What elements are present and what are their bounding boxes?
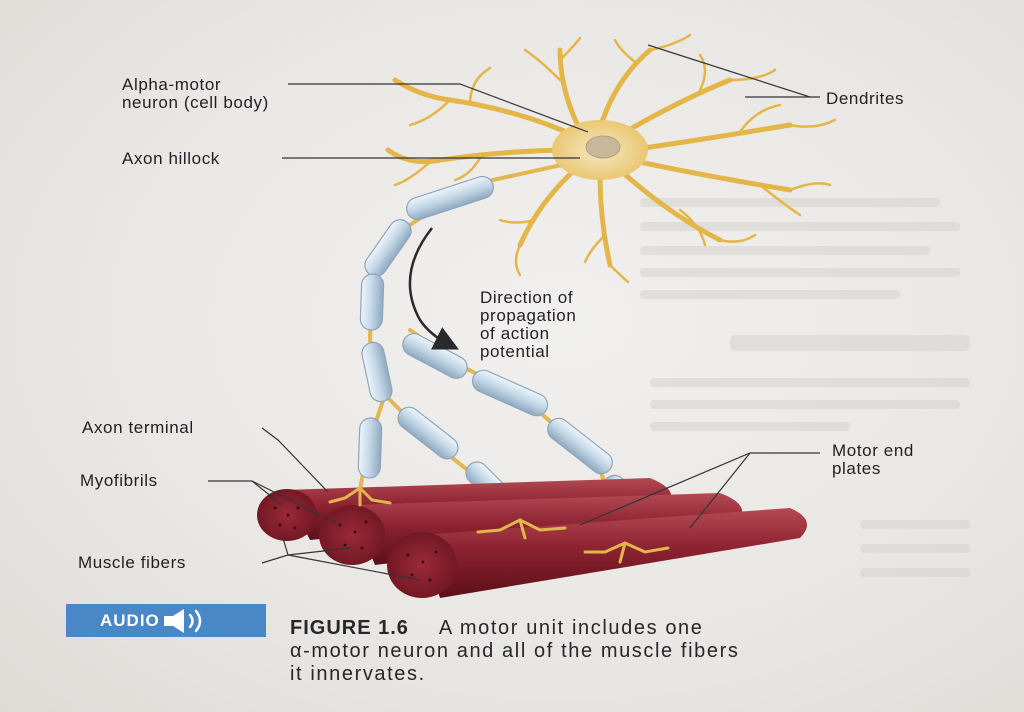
audio-button[interactable]: AUDIO: [66, 604, 266, 637]
label-alpha-motor-line1: Alpha-motor: [122, 75, 222, 94]
label-motor-end-line2: plates: [832, 459, 881, 478]
label-myofibrils: Myofibrils: [80, 471, 158, 490]
label-alpha-motor-neuron: Alpha-motor neuron (cell body): [122, 76, 269, 112]
caption-text-line2: α-motor neuron and all of the muscle fib…: [290, 640, 740, 662]
label-dendrites: Dendrites: [826, 89, 905, 108]
label-direction-line1: Direction of: [480, 288, 574, 307]
label-axon-terminal: Axon terminal: [82, 418, 194, 437]
caption-text-line3: it innervates.: [290, 663, 426, 685]
caption-text-line1: A motor unit includes one: [438, 617, 704, 639]
caption-line1: FIGURE 1.6 A motor unit includes one: [290, 617, 990, 640]
label-direction-line2: propagation: [480, 306, 577, 325]
label-direction-of-propagation: Direction of propagation of action poten…: [480, 289, 576, 361]
label-motor-end-line1: Motor end: [832, 441, 914, 460]
label-direction-line3: of action: [480, 324, 550, 343]
muscle-fibers: [257, 478, 808, 598]
leader-lines: [208, 44, 820, 581]
axon-terminals: [328, 486, 670, 564]
label-motor-end-plates: Motor end plates: [832, 442, 914, 478]
audio-button-label: AUDIO: [100, 610, 160, 630]
speaker-icon: [163, 608, 202, 633]
figure-caption: FIGURE 1.6 A motor unit includes one α-mo…: [290, 617, 990, 686]
label-muscle-fibers: Muscle fibers: [78, 553, 186, 572]
label-axon-hillock: Axon hillock: [122, 149, 220, 168]
label-alpha-motor-line2: neuron (cell body): [122, 93, 269, 112]
direction-arrow: [408, 227, 459, 350]
figure-number: FIGURE 1.6: [290, 617, 409, 639]
cell-body: [552, 120, 648, 180]
label-direction-line4: potential: [480, 342, 550, 361]
